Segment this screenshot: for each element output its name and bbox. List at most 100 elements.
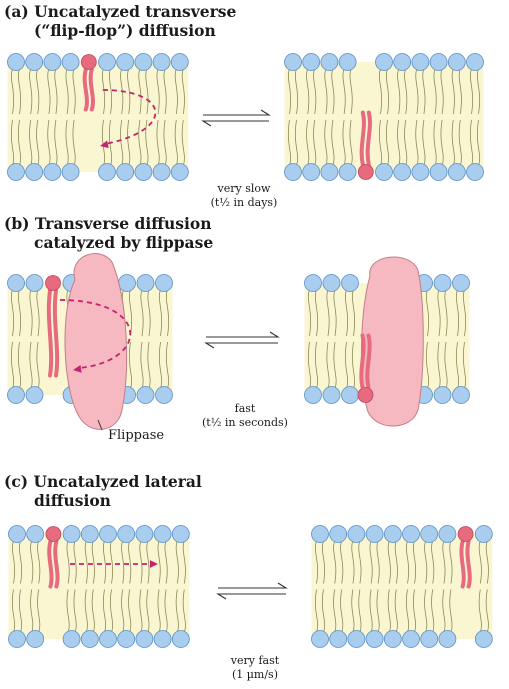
lipid-tail xyxy=(424,540,428,584)
lipid-tail xyxy=(340,540,344,584)
lipid-headgroup xyxy=(447,53,466,71)
lipid-tail xyxy=(84,540,88,584)
lipid-tail xyxy=(385,68,390,115)
lipid-tail xyxy=(11,589,16,633)
lipid-headgroup xyxy=(420,525,439,543)
lipid-headgroup xyxy=(302,163,321,181)
lipid-tail xyxy=(485,540,489,584)
lipid-tail xyxy=(331,68,335,115)
lipid-headgroup xyxy=(43,53,62,71)
lipid-tail xyxy=(340,589,344,633)
lipid-tail xyxy=(333,589,337,633)
lipid-tail xyxy=(369,589,373,633)
lipid-tail xyxy=(181,68,185,115)
lipid-tail xyxy=(72,119,76,166)
lipid-tail xyxy=(29,68,33,115)
marked-lipid-tail xyxy=(459,539,466,589)
lipid-headgroup xyxy=(117,630,136,648)
lipid-headgroup xyxy=(338,163,357,181)
lipid-tail xyxy=(17,68,22,115)
lipid-tail xyxy=(444,341,448,389)
lipid-headgroup xyxy=(170,163,189,181)
lipid-tail xyxy=(158,341,163,389)
lipid-tail xyxy=(444,289,448,337)
lipid-headgroup xyxy=(134,53,153,71)
lipid-tail xyxy=(158,289,163,337)
lipid-tail xyxy=(287,68,292,115)
lipid-headgroup xyxy=(7,163,25,181)
lipid-headgroup xyxy=(80,525,99,543)
lipid-headgroup xyxy=(438,525,457,543)
lipid-bilayer xyxy=(8,525,190,648)
lipid-tail xyxy=(321,589,326,633)
lipid-tail xyxy=(120,119,124,166)
lipid-tail xyxy=(344,289,349,337)
marked-lipid-tail xyxy=(365,110,372,167)
lipid-tail xyxy=(146,540,150,584)
lipid-headgroup xyxy=(429,53,448,71)
lipid-tail xyxy=(422,68,426,115)
lipid-tail xyxy=(306,68,310,115)
lipid-tail xyxy=(294,68,299,115)
hydrophobic-core xyxy=(284,62,484,172)
marked-lipid-tail xyxy=(47,539,54,589)
marked-lipid-tail xyxy=(82,67,89,112)
lipid-headgroup xyxy=(322,274,341,292)
lipid-tail xyxy=(437,289,441,337)
lipid-headgroup xyxy=(304,274,322,292)
lipid-tail xyxy=(433,68,437,115)
lipid-headgroup xyxy=(320,163,339,181)
lipid-headgroup xyxy=(152,163,171,181)
lipid-tail xyxy=(17,341,22,389)
lipid-tail xyxy=(139,589,143,633)
reverse-arrow xyxy=(216,593,286,600)
lipid-tail xyxy=(344,341,349,389)
lipid-tail xyxy=(73,589,77,633)
lipid-headgroup xyxy=(80,630,99,648)
lipid-tail xyxy=(314,341,319,389)
marked-lipid-tail xyxy=(88,67,95,112)
lipid-tail xyxy=(128,589,132,633)
lipid-tail xyxy=(351,540,355,584)
lipid-headgroup xyxy=(341,386,359,404)
lipid-tail xyxy=(127,119,131,166)
marked-lipid-headgroup xyxy=(357,387,374,403)
lipid-tail xyxy=(66,540,70,584)
lipid-tail xyxy=(164,540,168,584)
lipid-headgroup xyxy=(62,630,81,648)
marked-lipid-headgroup xyxy=(457,526,474,542)
lipid-tail xyxy=(175,540,179,584)
lipid-headgroup xyxy=(171,630,190,648)
lipid-tail xyxy=(120,68,124,115)
panel-b-heading-line1: (b) Transverse diffusion xyxy=(4,214,212,233)
lipid-headgroup xyxy=(155,386,173,404)
lipid-headgroup xyxy=(320,53,339,71)
panel-b-diagram xyxy=(7,253,470,431)
lipid-headgroup xyxy=(8,525,26,543)
panel-a-heading-line2: (“flip-flop”) diffusion xyxy=(34,21,216,40)
panel-a-heading: (a) Uncatalyzed transverse (“flip-flop”)… xyxy=(4,2,236,40)
forward-arrow xyxy=(218,582,288,589)
lipid-tail xyxy=(378,119,383,166)
lipid-tail xyxy=(287,119,292,166)
panel-c-heading: (c) Uncatalyzed lateral diffusion xyxy=(4,472,202,510)
lipid-headgroup xyxy=(347,630,366,648)
marked-lipid-tail xyxy=(359,333,366,390)
lipid-headgroup xyxy=(7,386,25,404)
panel-b-rate: fast (t½ in seconds) xyxy=(190,402,300,430)
lipid-tail xyxy=(431,540,435,584)
lipid-headgroup xyxy=(402,630,420,648)
lipid-headgroup xyxy=(153,525,172,543)
marked-lipid-headgroup xyxy=(45,526,62,542)
lipid-headgroup xyxy=(26,525,45,543)
marked-lipid-tail xyxy=(46,288,54,378)
lipid-headgroup xyxy=(99,630,117,648)
lipid-tail xyxy=(145,119,149,166)
lipid-headgroup xyxy=(311,630,329,648)
flip-flop-arrow-head xyxy=(100,140,109,149)
lipid-tail xyxy=(425,341,430,389)
panel-a-diagram xyxy=(7,53,484,181)
lipid-headgroup xyxy=(452,274,470,292)
marked-lipid-headgroup xyxy=(45,275,61,291)
lipid-tail xyxy=(314,540,319,584)
